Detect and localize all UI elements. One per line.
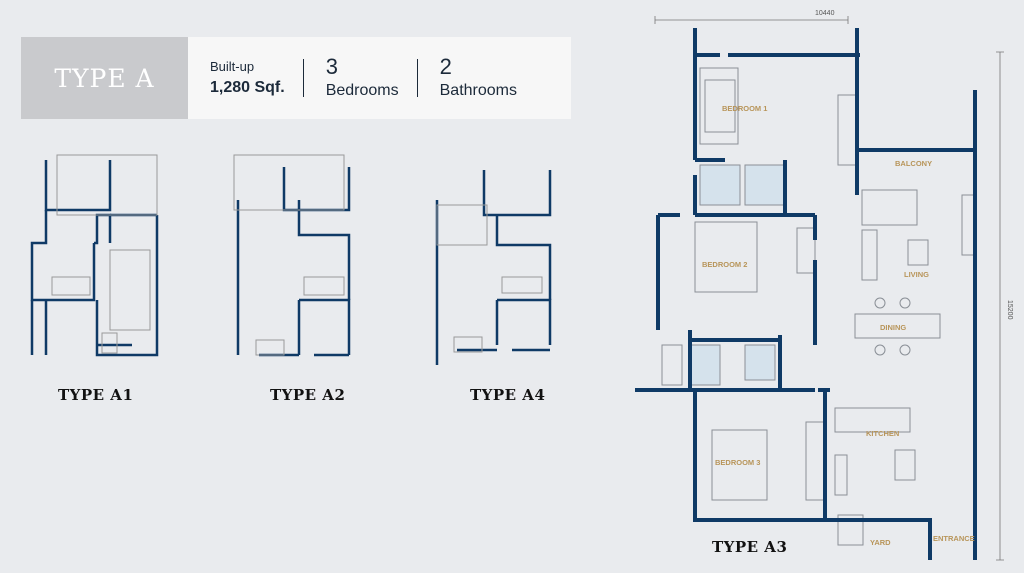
room-label-entrance: ENTRANCE <box>933 534 975 543</box>
dimension-lines <box>654 16 1004 561</box>
main-plan-label: TYPE A3 <box>712 538 788 556</box>
room-label-bedroom3: BEDROOM 3 <box>715 458 760 467</box>
thumbnail-plan-a4[interactable] <box>432 165 572 370</box>
room-label-kitchen: KITCHEN <box>866 429 899 438</box>
divider <box>416 59 418 97</box>
room-label-bedroom2: BEDROOM 2 <box>702 260 747 269</box>
thumbnail-plan-a2[interactable] <box>233 154 374 365</box>
unit-type-title: TYPE A <box>21 37 188 119</box>
thumbnail-label-a4: TYPE A4 <box>470 386 546 404</box>
thumbnail-plan-a1[interactable] <box>22 154 162 365</box>
divider <box>302 59 304 97</box>
builtup-spec: Built-up 1,280 Sqf. <box>188 37 285 119</box>
room-label-balcony: BALCONY <box>895 159 932 168</box>
room-label-yard: YARD <box>870 538 891 547</box>
builtup-value: 1,280 Sqf. <box>210 79 285 96</box>
bathrooms-label: Bathrooms <box>439 82 517 99</box>
bedrooms-label: Bedrooms <box>325 82 399 99</box>
builtup-label: Built-up <box>210 59 255 74</box>
bathrooms-spec: 2 Bathrooms <box>418 37 517 119</box>
width-dimension: 10440 <box>815 10 835 17</box>
bedrooms-count: 3 <box>325 54 338 79</box>
height-dimension: 15200 <box>1006 300 1013 320</box>
room-label-dining: DINING <box>880 323 906 332</box>
bedrooms-spec: 3 Bedrooms <box>304 37 399 119</box>
furniture <box>661 67 975 546</box>
walls <box>635 28 977 560</box>
room-label-living: LIVING <box>904 270 929 279</box>
bathrooms-count: 2 <box>439 54 452 79</box>
thumbnail-label-a1: TYPE A1 <box>58 386 134 404</box>
room-label-bedroom1: BEDROOM 1 <box>722 104 767 113</box>
unit-spec-header: TYPE A Built-up 1,280 Sqf. 3 Bedrooms 2 … <box>21 37 571 119</box>
thumbnail-label-a2: TYPE A2 <box>270 386 346 404</box>
